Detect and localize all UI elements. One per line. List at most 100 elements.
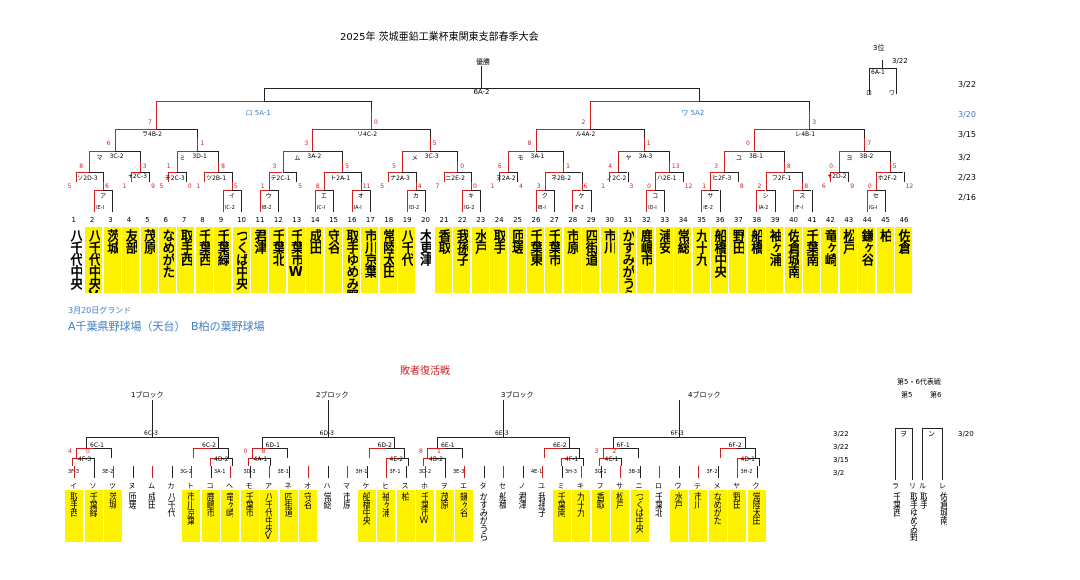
bracket-line	[864, 138, 866, 151]
team-cell	[287, 227, 305, 293]
score: 7	[435, 183, 440, 190]
bracket-line	[89, 172, 104, 173]
score: 1	[437, 448, 441, 455]
bracket-line	[241, 190, 243, 212]
bracket-line	[388, 172, 390, 182]
bracket-line	[875, 190, 886, 191]
bracket-line	[581, 190, 591, 191]
bracket-line	[598, 458, 600, 466]
bracket-line	[471, 190, 481, 191]
loser-team-name: 常総	[321, 492, 331, 508]
bracket-line	[758, 458, 760, 466]
bracket-line	[600, 466, 602, 478]
bracket-line	[581, 466, 582, 478]
bracket-line	[724, 172, 738, 173]
bracket-line	[932, 428, 942, 429]
bracket-line	[193, 448, 194, 458]
bracket-line	[544, 172, 546, 182]
team-cell	[802, 227, 821, 293]
bracket-line	[251, 448, 253, 458]
loser-kana: ツ	[109, 482, 116, 490]
team-number: 13	[292, 216, 302, 224]
bracket-line	[360, 172, 362, 182]
team-number: 10	[237, 216, 247, 224]
loser-team-cell	[728, 490, 746, 542]
score: 8	[315, 183, 320, 190]
loser-team-name: 鎌ヶ谷	[458, 492, 467, 516]
bracket-line	[572, 458, 583, 459]
team-number: 25	[513, 216, 523, 224]
bracket-line	[444, 448, 462, 449]
score: 4	[68, 448, 72, 455]
team-name: 鎌ヶ谷	[859, 229, 873, 265]
bracket-line	[710, 172, 712, 182]
bracket-line	[535, 190, 537, 212]
bracket-line	[544, 172, 564, 173]
bracket-line	[132, 466, 134, 478]
bracket-line	[699, 88, 701, 101]
match-code: 3C-3	[424, 153, 439, 160]
score: 8	[419, 448, 423, 455]
loser-kana: ク	[752, 482, 760, 490]
loser-team-cell	[416, 490, 434, 542]
bracket-line	[754, 151, 784, 152]
bracket-line	[471, 182, 473, 190]
team-number: 21	[439, 216, 449, 224]
bracket-line	[74, 466, 75, 478]
bracket-line	[210, 466, 212, 478]
bracket-line	[848, 172, 850, 182]
round-date: 2/16	[958, 193, 976, 202]
third-place-label: 3位	[873, 44, 885, 52]
bracket-line	[839, 172, 849, 173]
team-name: 市川	[602, 229, 616, 253]
bracket-line	[342, 162, 344, 172]
team-name: 香取	[436, 229, 450, 253]
loser-team-cell	[747, 490, 766, 542]
block-code: 6C-3	[144, 430, 158, 437]
bracket-line	[637, 448, 639, 458]
bracket-line	[282, 151, 284, 162]
bracket-line	[754, 129, 810, 130]
score: 8	[221, 163, 225, 170]
block-label: 3ブロック	[501, 391, 534, 399]
team-number: 9	[218, 216, 224, 224]
bracket-line	[368, 448, 386, 449]
bracket-line	[368, 448, 370, 458]
venue-date: 3月20日グランド	[68, 306, 132, 315]
match-code: ニ2E-2	[445, 175, 465, 182]
bracket-line	[429, 151, 458, 152]
bracket-line	[698, 466, 699, 478]
bracket-line	[443, 172, 458, 173]
bracket-line	[427, 448, 445, 449]
team-name: 千葉北	[270, 229, 284, 265]
team-name: 竜ヶ崎	[822, 229, 836, 265]
bracket-line	[783, 172, 803, 173]
bracket-line	[462, 448, 463, 458]
team-number: 37	[733, 216, 743, 224]
score: 2	[757, 183, 762, 190]
bracket-line	[839, 162, 841, 172]
match-kana: セ	[872, 193, 879, 200]
r32-code: 3E-1	[277, 469, 289, 475]
bracket-line	[589, 101, 591, 110]
loser-kana: メ	[713, 482, 721, 490]
team-name: 友部	[123, 229, 137, 253]
sub-code: 6D-1	[265, 442, 280, 449]
r32-code: 3H-2	[740, 469, 753, 475]
loser-team-cell	[552, 490, 571, 542]
team-cell	[766, 227, 784, 293]
team-cell	[158, 227, 177, 293]
match-kana: ク	[541, 193, 548, 200]
match-code: ト2A-1	[330, 175, 351, 182]
bracket-line	[171, 466, 173, 478]
loser-team-name: 水戸	[672, 492, 682, 508]
match-kana: モ	[517, 155, 524, 162]
bracket-line	[261, 437, 328, 438]
team-number: 23	[476, 216, 486, 224]
team-number: 38	[752, 216, 762, 224]
bracket-line	[627, 172, 629, 182]
loser-kana: ネ	[284, 482, 292, 490]
match-code: ヒ2F-3	[712, 175, 732, 182]
team-number: 2	[89, 216, 95, 224]
bracket-line	[111, 448, 112, 458]
